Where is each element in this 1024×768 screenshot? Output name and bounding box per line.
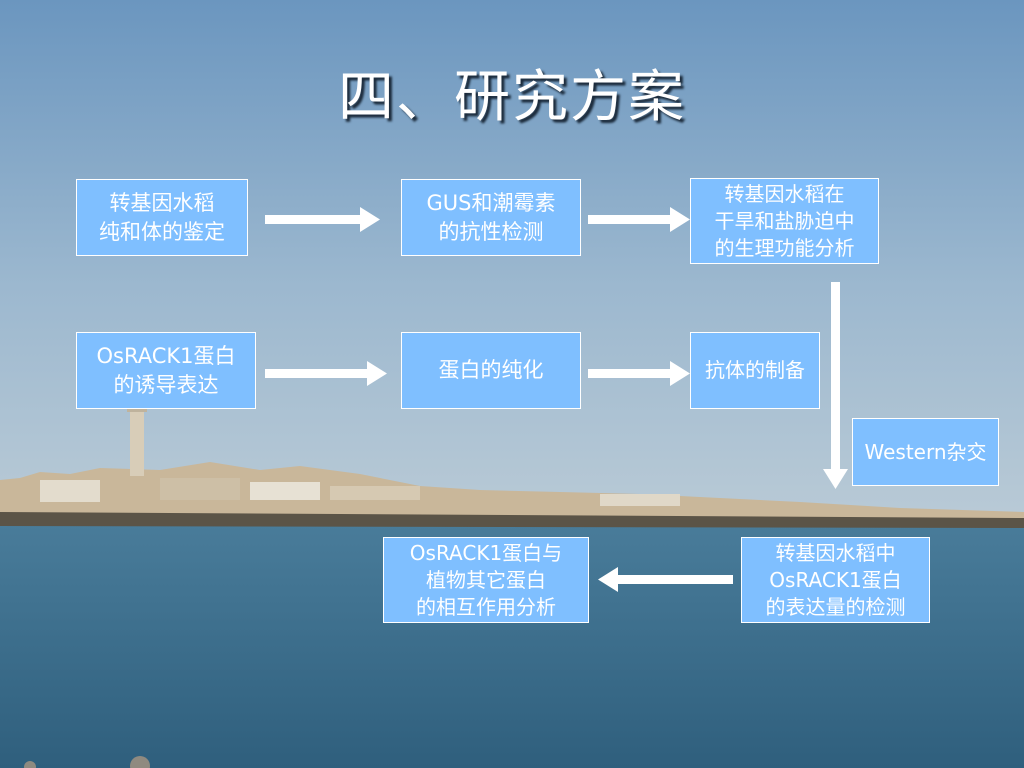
arrow-b4-b5-head [367, 361, 387, 386]
arrow-b2-b3-head [670, 207, 690, 232]
arrow-b3-b8-head [823, 469, 848, 489]
box-western-blot: Western杂交 [852, 418, 999, 486]
arrow-b5-b6-head [670, 361, 690, 386]
box-drought-salt-analysis: 转基因水稻在 干旱和盐胁迫中 的生理功能分析 [690, 178, 879, 264]
arrow-b8-b9 [618, 575, 733, 584]
arrow-b2-b3 [588, 215, 670, 224]
box-protein-interaction-analysis: OsRACK1蛋白与 植物其它蛋白 的相互作用分析 [383, 537, 589, 623]
page-title: 四、研究方案 [338, 65, 686, 130]
arrow-b1-b2 [265, 215, 360, 224]
box-osrack1-expression-detection: 转基因水稻中 OsRACK1蛋白 的表达量的检测 [741, 537, 930, 623]
arrow-b3-b8 [831, 282, 840, 469]
box-transgenic-homozygote-identification: 转基因水稻 纯和体的鉴定 [76, 179, 248, 256]
box-osrack1-induced-expression: OsRACK1蛋白 的诱导表达 [76, 332, 256, 409]
box-protein-purification: 蛋白的纯化 [401, 332, 581, 409]
arrow-b1-b2-head [360, 207, 380, 232]
arrow-b8-b9-head [598, 567, 618, 592]
arrow-b5-b6 [588, 369, 670, 378]
box-antibody-preparation: 抗体的制备 [690, 332, 820, 409]
box-gus-hygromycin-test: GUS和潮霉素 的抗性检测 [401, 179, 581, 256]
arrow-b4-b5 [265, 369, 367, 378]
